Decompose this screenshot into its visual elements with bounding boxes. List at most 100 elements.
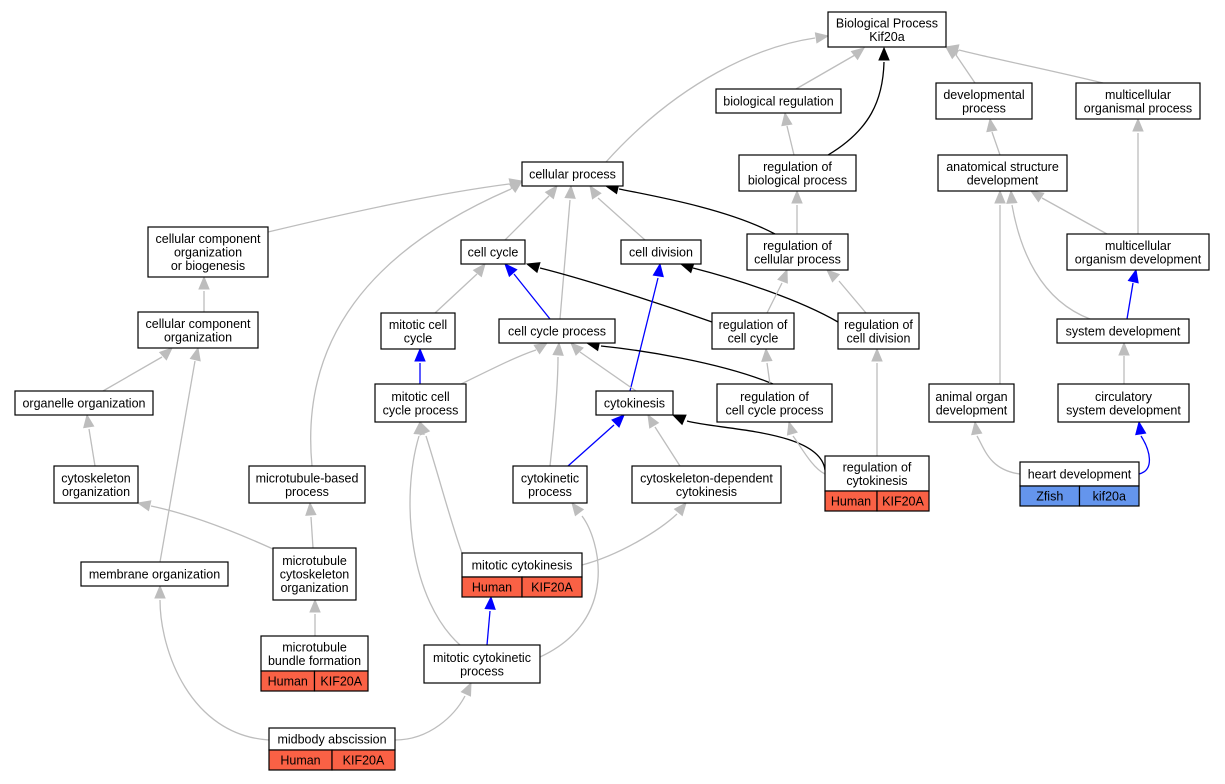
annotation-gene-label: KIF20A [531, 581, 573, 595]
edge-line [597, 197, 646, 241]
term-box [260, 635, 369, 672]
edge-line [955, 54, 976, 84]
arrowhead-icon [136, 500, 152, 512]
term-label: cell cycle [728, 331, 779, 345]
arrowhead-icon [525, 262, 541, 274]
go-term-cell-division[interactable]: cell division [620, 239, 702, 265]
edge-43 [671, 414, 826, 471]
arrowhead-icon [552, 341, 564, 356]
arrowhead-icon [309, 598, 321, 613]
term-label: cycle process [383, 403, 459, 417]
edge-line [976, 435, 1021, 475]
arrowhead-icon [671, 414, 687, 426]
arrowhead-icon [571, 501, 585, 517]
term-label: biological regulation [723, 95, 834, 109]
term-label: organelle organization [22, 397, 145, 411]
edge-42 [647, 413, 681, 467]
edge-line [581, 513, 678, 566]
edge-53 [394, 681, 472, 741]
term-label: organization [164, 330, 232, 344]
arrowhead-icon [647, 413, 660, 429]
annotation-gene-cell [876, 490, 930, 512]
arrowhead-icon [777, 268, 788, 284]
edge-line [618, 188, 776, 235]
term-box [147, 226, 269, 278]
edge-16 [310, 180, 524, 467]
go-term-cell-cycle-process[interactable]: cell cycle process [498, 318, 616, 344]
term-label: heart development [1028, 468, 1132, 482]
term-box [620, 239, 702, 265]
edge-41 [567, 414, 625, 467]
edge-line [159, 360, 196, 563]
term-label: cellular component [156, 232, 261, 246]
edge-line [827, 61, 885, 156]
term-box [1057, 383, 1190, 423]
go-term-membrane-organization[interactable]: membrane organization [80, 561, 229, 587]
edge-31 [826, 269, 867, 314]
edge-line [310, 188, 512, 467]
arrowhead-icon [611, 414, 625, 428]
term-label: cellular component [146, 317, 251, 331]
go-term-cell-cycle[interactable]: cell cycle [460, 239, 526, 265]
term-label: or biogenesis [171, 259, 245, 273]
edge-19 [589, 184, 646, 241]
arrowhead-icon [589, 184, 602, 200]
term-box [521, 161, 624, 187]
term-label: process [460, 664, 504, 678]
edge-line [394, 695, 466, 741]
edge-line [102, 356, 163, 392]
term-box [631, 465, 782, 504]
go-term-biological-regulation[interactable]: biological regulation [715, 88, 842, 114]
term-label: circulatory [1095, 390, 1153, 404]
arrowhead-icon [781, 111, 793, 127]
go-term-system-development[interactable]: system development [1056, 318, 1190, 344]
term-label: regulation of [844, 318, 913, 332]
arrowhead-icon [414, 347, 426, 362]
arrowhead-icon [1135, 420, 1147, 436]
go-term-organelle-organization[interactable]: organelle organization [14, 390, 154, 416]
edge-line [409, 435, 461, 646]
term-label: Biological Process [836, 16, 938, 30]
edge-8 [791, 189, 803, 234]
edge-line [486, 610, 491, 646]
go-term-cytokinesis[interactable]: cytokinesis [595, 390, 674, 416]
go-term-cellular-process[interactable]: cellular process [521, 161, 624, 187]
edge-44 [786, 420, 826, 475]
term-label: organization [174, 246, 242, 260]
arrowhead-icon [791, 189, 803, 204]
edge-line [310, 516, 314, 549]
edge-line [605, 37, 816, 163]
edge-22 [102, 347, 173, 392]
term-label: system development [1066, 403, 1181, 417]
edge-6 [986, 117, 1001, 156]
arrowhead-icon [198, 275, 210, 290]
term-label: mitotic cytokinetic [433, 651, 531, 665]
